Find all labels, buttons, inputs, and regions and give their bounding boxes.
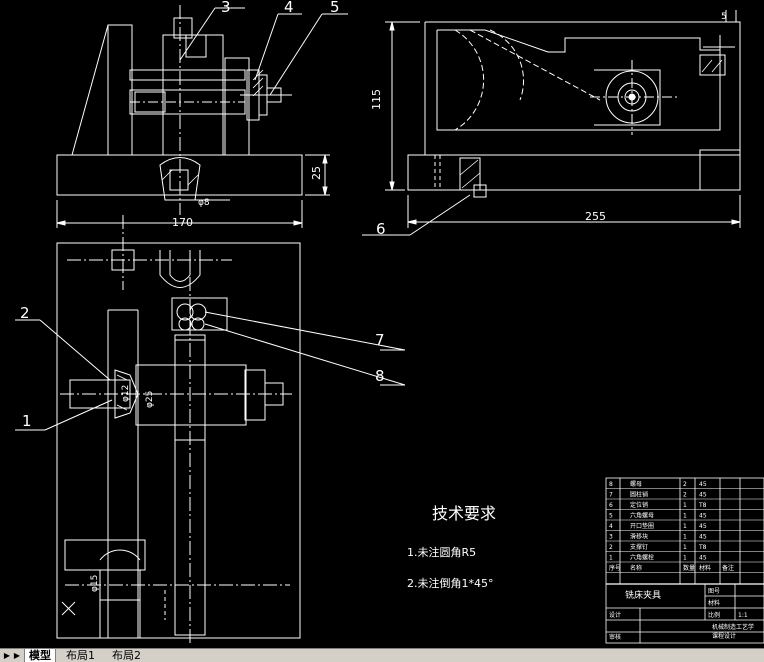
callout-8: 8 bbox=[375, 367, 385, 385]
tab-nav-next-icon[interactable]: ▶ bbox=[13, 651, 21, 660]
parts-cell: 1 bbox=[683, 502, 687, 509]
fixture-name: 铣床夹具 bbox=[625, 589, 661, 601]
parts-cell: 2 bbox=[609, 544, 613, 551]
parts-cell: 45 bbox=[699, 555, 707, 562]
parts-cell: T8 bbox=[698, 502, 707, 509]
tab-model[interactable]: 模型 bbox=[24, 649, 56, 662]
parts-cell: 45 bbox=[699, 513, 707, 520]
design-label: 设计 bbox=[609, 611, 621, 619]
parts-cell: 支撑钉 bbox=[630, 543, 648, 551]
parts-header-cell: 材料 bbox=[699, 564, 711, 572]
upright-right bbox=[224, 57, 250, 156]
parts-cell: 1 bbox=[609, 555, 613, 562]
parts-cell: 45 bbox=[699, 534, 707, 541]
tab-layout1[interactable]: 布局1 bbox=[66, 649, 95, 662]
top-base bbox=[56, 242, 301, 639]
callout-7: 7 bbox=[375, 331, 385, 349]
callout-6: 6 bbox=[376, 220, 386, 238]
layout-tab-bar: ▶ ▶ 模型 布局1 布局2 bbox=[0, 648, 764, 662]
dim-phi12: φ12 bbox=[121, 385, 131, 402]
dim-phi15: φ15 bbox=[90, 575, 100, 592]
dim-phi8: φ8 bbox=[198, 198, 210, 208]
parts-cell: 8 bbox=[609, 481, 613, 488]
scale-value: 1:1 bbox=[738, 612, 748, 619]
parts-cell: 1 bbox=[683, 513, 687, 520]
parts-cell: 六角螺栓 bbox=[630, 554, 654, 562]
parts-cell: 1 bbox=[683, 534, 687, 541]
parts-cell: 1 bbox=[683, 555, 687, 562]
parts-cell: 3 bbox=[609, 534, 613, 541]
parts-cell: 45 bbox=[699, 492, 707, 499]
dim-170: 170 bbox=[172, 216, 193, 229]
callout-2: 2 bbox=[20, 304, 30, 322]
parts-cell: 4 bbox=[609, 523, 613, 530]
dim-25: 25 bbox=[310, 166, 323, 180]
side-view bbox=[362, 10, 741, 236]
drawing-canvas[interactable]: 170 25 φ8 3 4 5 bbox=[0, 0, 764, 648]
parts-cell: 滑移块 bbox=[630, 533, 648, 541]
parts-cell: 45 bbox=[699, 481, 707, 488]
tech-req-line1: 1.未注圆角R5 bbox=[407, 545, 476, 559]
upright-left bbox=[71, 24, 133, 156]
callout-3: 3 bbox=[221, 0, 231, 16]
drawing-no-label: 图号 bbox=[708, 588, 720, 595]
callout-5: 5 bbox=[330, 0, 340, 16]
dim-phi25: φ25 bbox=[145, 391, 155, 408]
tech-req-line2: 2.未注倒角1*45° bbox=[407, 576, 494, 590]
parts-header-cell: 序号 bbox=[609, 564, 621, 572]
parts-header-cell: 数量 bbox=[683, 564, 695, 572]
parts-cell: 5 bbox=[609, 513, 613, 520]
dim-115: 115 bbox=[370, 89, 383, 110]
parts-cell: 螺母 bbox=[630, 480, 642, 488]
dim-255: 255 bbox=[585, 210, 606, 223]
cad-drawing: 170 25 φ8 3 4 5 bbox=[15, 0, 764, 645]
parts-cell: 7 bbox=[609, 492, 613, 499]
parts-cell: T8 bbox=[698, 544, 707, 551]
subject-label: 课程设计 bbox=[712, 632, 736, 640]
parts-cell: 圆柱销 bbox=[630, 491, 648, 499]
front-view bbox=[56, 5, 348, 228]
parts-header-cell: 名称 bbox=[630, 564, 642, 572]
callout-4: 4 bbox=[284, 0, 294, 16]
tab-nav-prev-icon[interactable]: ▶ bbox=[3, 651, 11, 660]
check-label: 审核 bbox=[609, 633, 621, 641]
parts-cell: 2 bbox=[683, 481, 687, 488]
school-label: 机械制造工艺学 bbox=[712, 623, 754, 631]
tech-req-title: 技术要求 bbox=[432, 504, 496, 523]
tab-layout2[interactable]: 布局2 bbox=[112, 649, 141, 662]
parts-cell: 45 bbox=[699, 523, 707, 530]
scale-label: 比例 bbox=[708, 611, 720, 619]
central-block bbox=[162, 34, 224, 156]
parts-header-cell: 备注 bbox=[722, 564, 734, 572]
parts-cell: 2 bbox=[683, 492, 687, 499]
parts-cell: 1 bbox=[683, 523, 687, 530]
side-body bbox=[424, 21, 741, 156]
parts-cell: 开口垫圈 bbox=[630, 522, 654, 530]
top-view bbox=[15, 215, 406, 645]
parts-cell: 六角螺母 bbox=[630, 512, 654, 520]
title-block bbox=[605, 477, 764, 644]
parts-cell: 6 bbox=[609, 502, 613, 509]
callout-1: 1 bbox=[22, 412, 32, 430]
parts-cell: 定位销 bbox=[630, 501, 648, 509]
material-label: 材料 bbox=[708, 599, 720, 607]
parts-cell: 1 bbox=[683, 544, 687, 551]
dim-5: 5 bbox=[721, 12, 727, 22]
